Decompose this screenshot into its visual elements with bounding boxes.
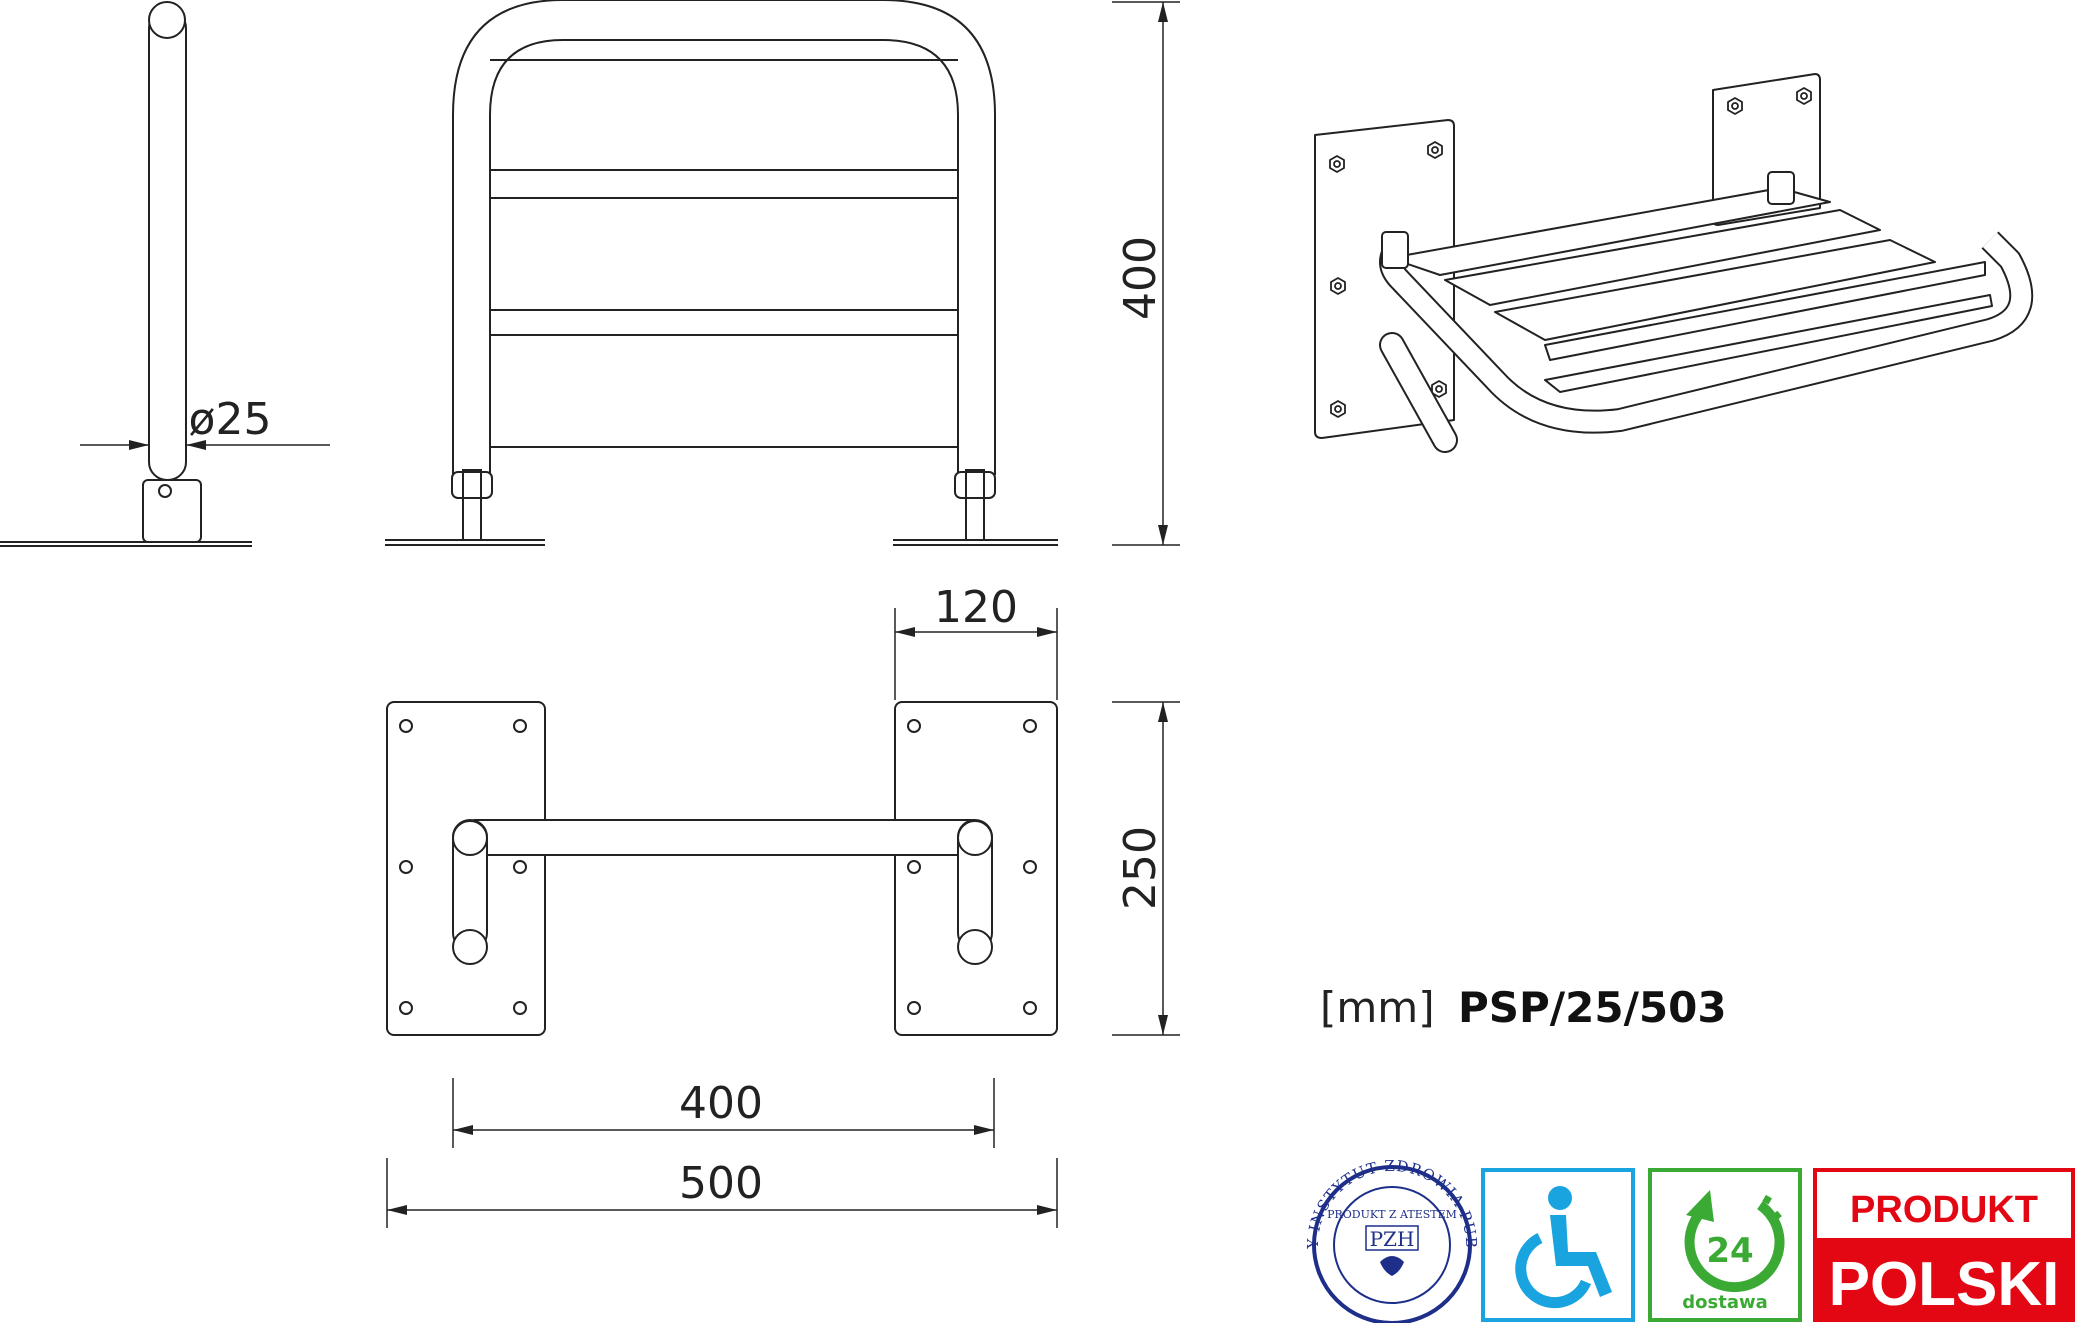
inner-width-label: 400 [679,1078,763,1129]
unit-label: [mm] [1320,983,1435,1032]
isometric-view [1314,73,2034,453]
delivery-badge: 24 dostawa [1648,1168,1802,1322]
wheelchair-icon [1515,1186,1612,1309]
plate-width-label: 120 [934,582,1018,633]
plate-height-label: 250 [1115,826,1166,910]
accessibility-badge [1481,1168,1635,1322]
top-view [386,701,1058,1036]
inner-width-dimension [452,1078,995,1148]
model-code: PSP/25/503 [1458,983,1727,1032]
diameter-label: ø25 [189,394,272,445]
pzh-inner-text: PRODUKT Z ATESTEM [1327,1208,1457,1221]
delivery-caption: dostawa [1682,1292,1768,1313]
pzh-ring-text: NARODOWY INSTYTUT ZDROWIA PUBLICZNEGO [0,0,1479,1250]
front-view [385,0,1058,546]
height-dimension [1112,1,1180,546]
circular-arrow-icon [1684,1200,1785,1293]
total-width-label: 500 [679,1158,763,1209]
total-width-dimension [386,1158,1058,1228]
produkt-text: PRODUKT [1850,1189,2038,1231]
produkt-polski-badge: PRODUKT POLSKI [1813,1168,2075,1322]
plate-height-dimension [1112,701,1180,1036]
delivery-number: 24 [1706,1231,1753,1271]
side-view [0,1,252,547]
plate-width-dimension [894,608,1058,700]
svg-text:NARODOWY INSTYTUT ZDROWIA PUBL: NARODOWY INSTYTUT ZDROWIA PUBLICZNEGO [0,0,1479,1250]
model-label: [mm] PSP/25/503 [1320,983,1727,1032]
polski-text: POLSKI [1829,1250,2060,1319]
pzh-abbr: PZH [1370,1227,1415,1251]
height-label: 400 [1115,236,1166,320]
